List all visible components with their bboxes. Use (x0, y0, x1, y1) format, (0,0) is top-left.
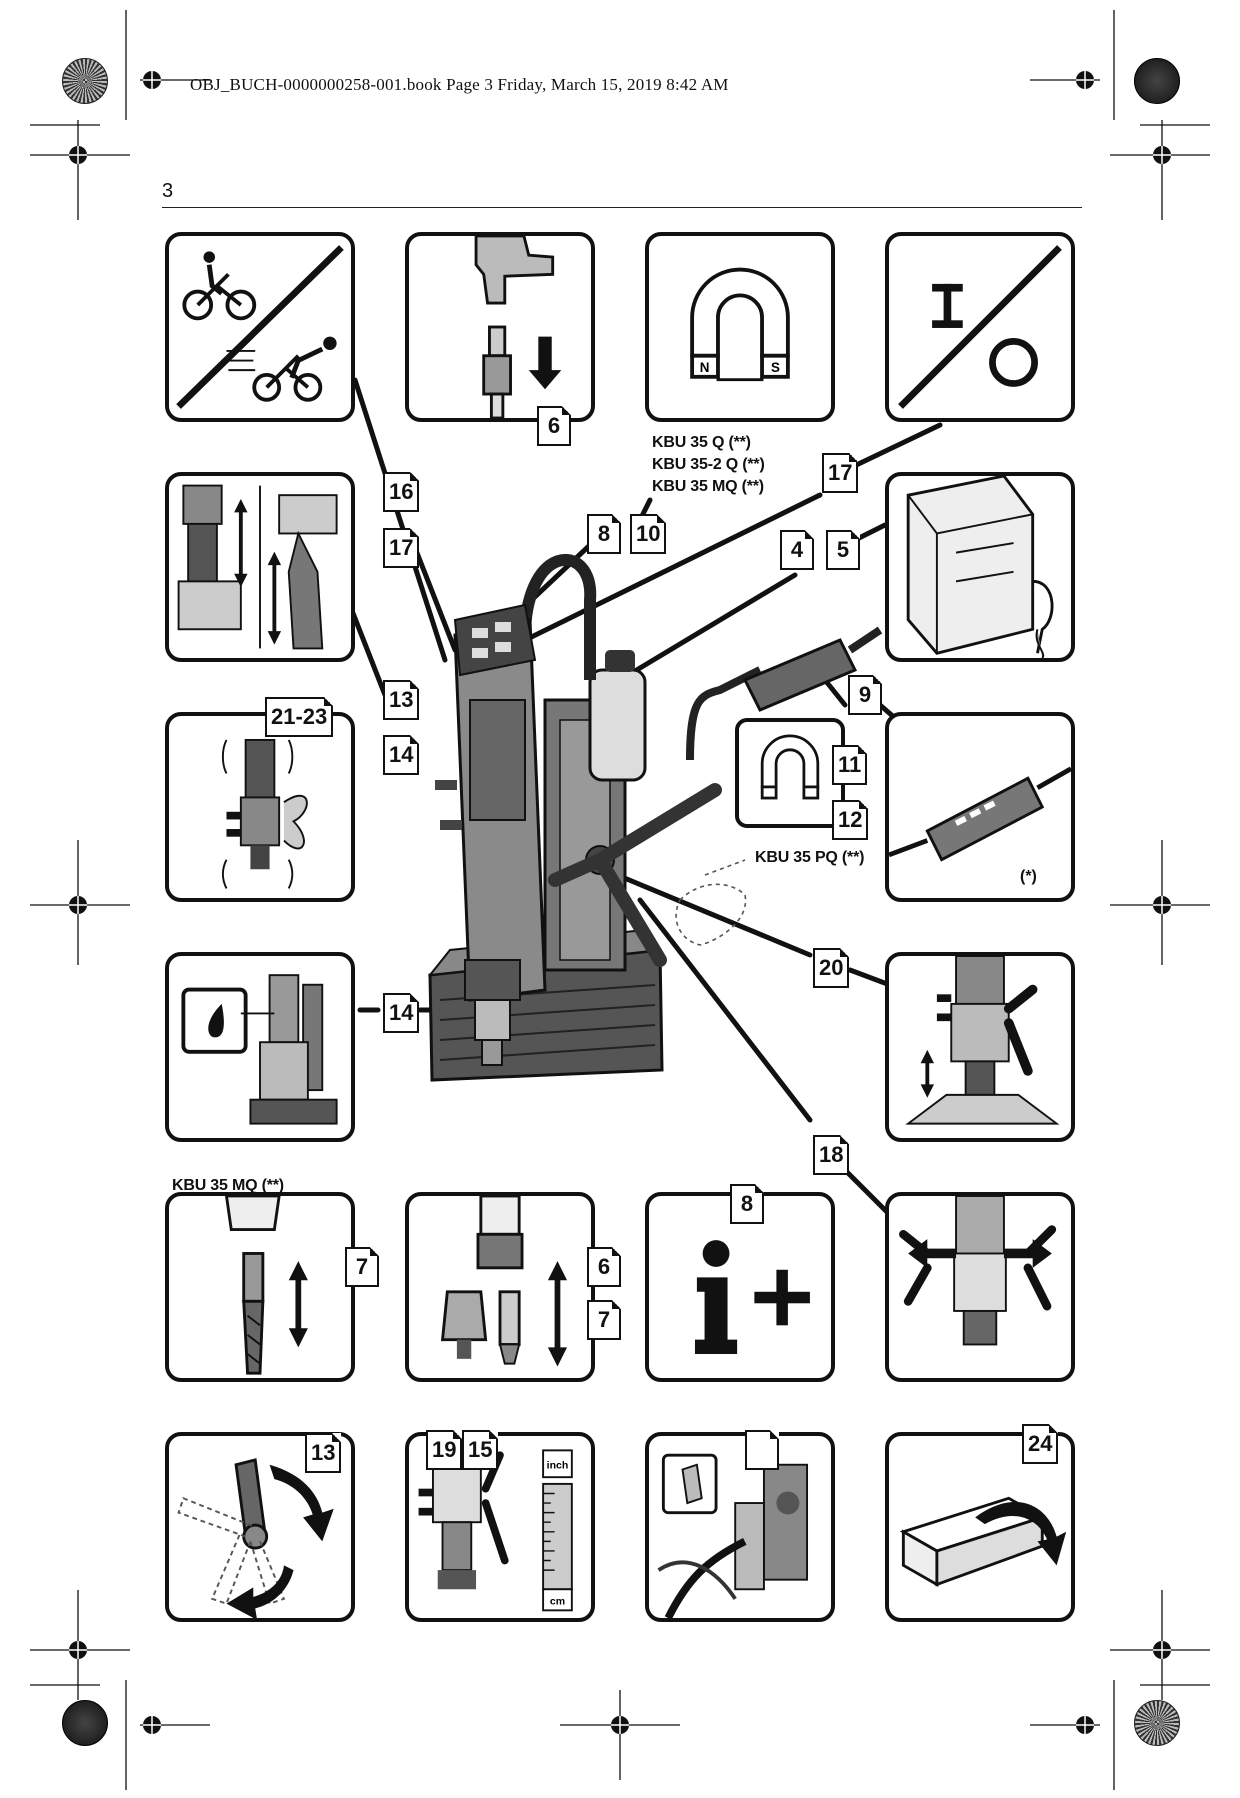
coolant-bottle-icon (906, 476, 1054, 658)
ref-tag-6-change: 6 (587, 1247, 621, 1287)
ref-tag-blank-maintenance (745, 1430, 779, 1470)
ref-tag-6-top: 6 (537, 406, 571, 446)
model-label-mq-bottom: KBU 35 MQ (**) (172, 1177, 284, 1194)
ref-tag-5: 5 (826, 530, 860, 570)
info-plus-icon (694, 1240, 810, 1355)
panel-pq-switch (885, 712, 1075, 902)
panel-tool-change (405, 1192, 595, 1382)
cable-switch-icon (889, 766, 1071, 862)
vibration-icon (221, 738, 308, 889)
small-magnet-icon (760, 734, 820, 800)
tool-change-icon (440, 1196, 568, 1367)
ref-tag-13-left: 13 (383, 680, 420, 720)
panel-weldon-shank (165, 1192, 355, 1382)
ref-tag-4: 4 (780, 530, 814, 570)
panel-magnet: N S (645, 232, 835, 422)
ref-tag-19: 19 (426, 1430, 463, 1470)
ref-tag-12: 12 (832, 800, 869, 840)
model-label-kbu35q: KBU 35 Q (**) (652, 434, 751, 451)
ref-tag-11: 11 (832, 745, 868, 785)
ref-tag-18: 18 (813, 1135, 850, 1175)
ref-tag-15: 15 (462, 1430, 499, 1470)
registration-mark-top-right (1134, 58, 1180, 104)
magnet-n-label: N (700, 360, 710, 375)
stroke-adjust-icon (177, 484, 338, 650)
header-rule (162, 207, 1082, 208)
ref-tag-13-lever: 13 (305, 1433, 342, 1473)
lubrication-icon (181, 974, 338, 1125)
registration-mark-top-left (62, 58, 108, 104)
bicycle-icon (176, 245, 344, 409)
model-label-kbu35mq: KBU 35 MQ (**) (652, 478, 764, 495)
ref-tag-8-top: 8 (587, 514, 621, 554)
magnet-s-label: S (771, 360, 780, 375)
panel-depth-stop (885, 952, 1075, 1142)
panel-stroke-adjust (165, 472, 355, 662)
ref-tag-14-left: 14 (383, 735, 420, 775)
panel-coolant (885, 472, 1075, 662)
ref-tag-20: 20 (813, 948, 850, 988)
page-number: 3 (162, 180, 174, 202)
ref-tag-7-mq: 7 (345, 1247, 379, 1287)
panel-on-off (885, 232, 1075, 422)
panel-scale: inch cm (405, 1432, 595, 1622)
depth-stop-icon (905, 956, 1060, 1125)
ref-tag-9: 9 (848, 675, 882, 715)
panel-handle-side (885, 1192, 1075, 1382)
ref-tag-8-info: 8 (730, 1184, 764, 1224)
ref-tag-21-23: 21-23 (265, 697, 334, 737)
panel-lubrication (165, 952, 355, 1142)
scale-inch-label: inch (547, 1460, 569, 1472)
depth-scale-icon: inch cm (418, 1449, 573, 1612)
ref-tag-24: 24 (1022, 1424, 1059, 1464)
model-label-kbu35-2q: KBU 35-2 Q (**) (652, 456, 765, 473)
magnet-icon: N S (690, 267, 790, 382)
ref-tag-10: 10 (630, 514, 667, 554)
panel-vibration (165, 712, 355, 902)
model-label-kbu35pq: KBU 35 PQ (**) (755, 849, 865, 866)
power-switch-icon (898, 245, 1062, 409)
weldon-shank-icon (225, 1196, 308, 1375)
registration-mark-bottom-left (62, 1700, 108, 1746)
maintenance-icon (657, 1453, 809, 1618)
lever-rotate-icon (177, 1458, 334, 1618)
handle-reposition-icon (899, 1196, 1057, 1346)
note-single-asterisk: (*) (1020, 868, 1037, 885)
ref-tag-17-right: 17 (822, 453, 859, 493)
print-header: OBJ_BUCH-0000000258-001.book Page 3 Frid… (190, 75, 729, 94)
packaging-box-icon (899, 1496, 1067, 1587)
registration-mark-bottom-right (1134, 1700, 1180, 1746)
ref-tag-17-left: 17 (383, 528, 420, 568)
ref-tag-16: 16 (383, 472, 420, 512)
panel-no-cycling (165, 232, 355, 422)
tool-insert-icon (474, 236, 562, 418)
panel-insert-tool (405, 232, 595, 422)
ref-tag-7-change: 7 (587, 1300, 621, 1340)
scale-cm-label: cm (550, 1596, 565, 1608)
panel-pq-magnet-inset (735, 718, 845, 828)
panel-maintenance (645, 1432, 835, 1622)
ref-tag-14-lower: 14 (383, 993, 420, 1033)
